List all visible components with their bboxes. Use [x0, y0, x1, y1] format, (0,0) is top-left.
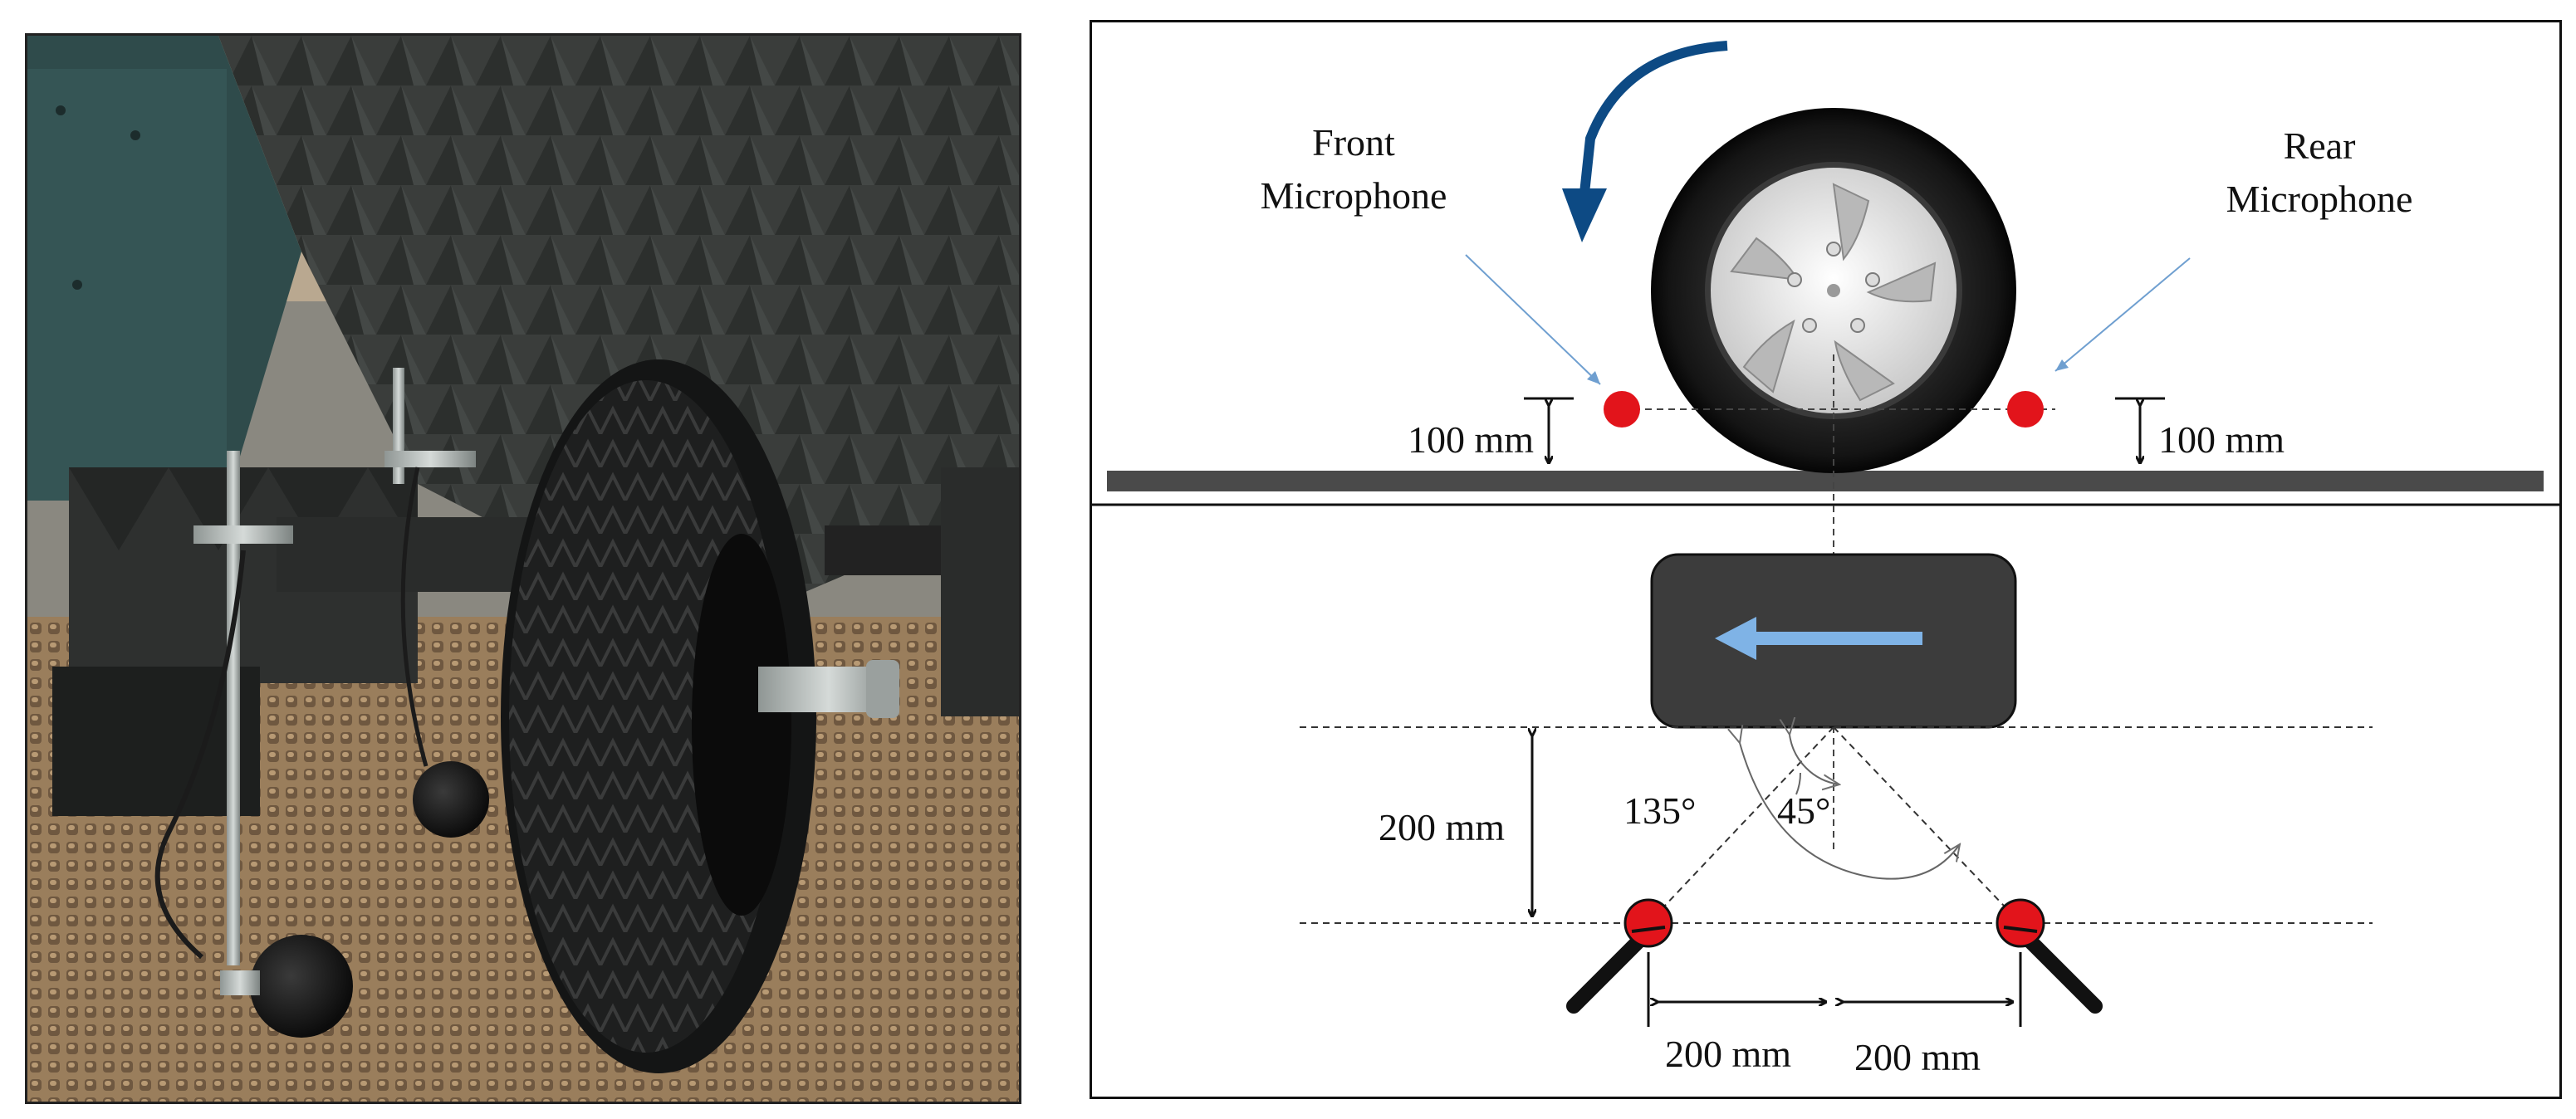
angle-label-45: 45° [1777, 789, 1830, 832]
ground-surface [1107, 471, 2544, 491]
rear-mic-label-line2: Microphone [2226, 178, 2413, 220]
rotation-arrow-head [1562, 188, 1607, 242]
rear-mic-angle-line [1833, 726, 2021, 924]
angle-arc-45 [1790, 735, 1839, 784]
front-microphone-icon [1566, 898, 1673, 1014]
rear-mic-marker [2007, 391, 2044, 428]
height-dimension-right [2115, 397, 2165, 462]
tyre-side-view [1651, 108, 2016, 473]
travel-direction-arrow-head [1715, 617, 1756, 660]
height-label-left: 100 mm [1408, 418, 1534, 461]
diagram-canvas: Front Microphone Rear Microphone 100 mm … [1092, 41, 2559, 1078]
height-label-right: 100 mm [2158, 418, 2285, 461]
rear-mic-label-line1: Rear [2284, 125, 2356, 167]
photo-illustration [27, 36, 1019, 1102]
microphone-layout-diagram: Front Microphone Rear Microphone 100 mm … [1090, 20, 2562, 1099]
distance-label-right: 200 mm [1854, 1036, 1981, 1078]
front-mic-label-line1: Front [1312, 121, 1395, 164]
angle-label-135: 135° [1623, 789, 1696, 832]
test-rig-photo [25, 33, 1021, 1104]
distance-label-vertical: 200 mm [1379, 806, 1505, 848]
distance-dimension-horizontal [1647, 952, 2022, 1027]
rotation-arrow [1579, 41, 1728, 202]
angle-arc-135 [1740, 743, 1960, 880]
front-mic-marker [1604, 391, 1640, 428]
rear-mic-pointer [2054, 257, 2191, 372]
distance-label-left: 200 mm [1665, 1033, 1791, 1075]
height-dimension-left [1524, 397, 1574, 462]
front-mic-pointer [1465, 254, 1601, 385]
rear-microphone-icon [1996, 898, 2103, 1014]
front-mic-label-line2: Microphone [1261, 174, 1447, 217]
front-mic-angle-line [1648, 726, 1834, 924]
